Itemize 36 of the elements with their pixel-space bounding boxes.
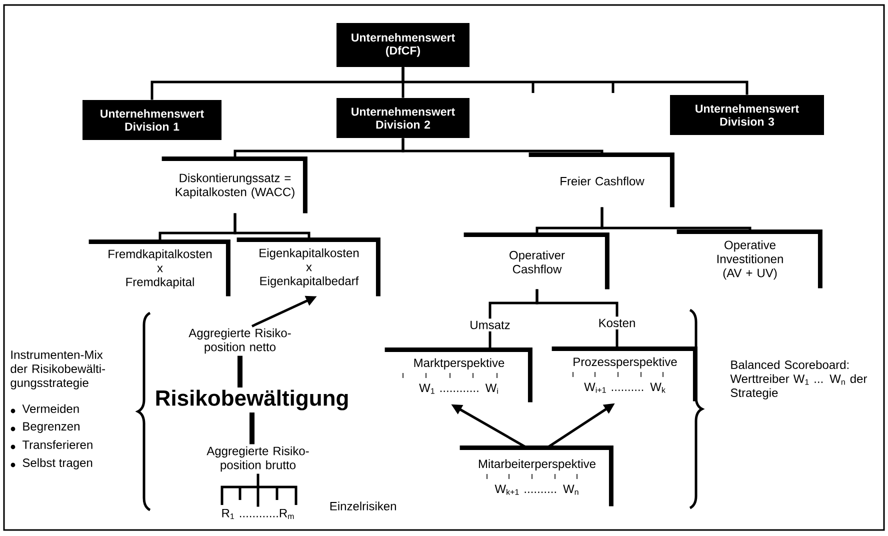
node-text: Aggregierte Risiko- position brutto: [206, 446, 309, 472]
connector-line: [402, 67, 748, 95]
bracket-box: Fremdkapitalkosten x Fremdkapital: [88, 240, 230, 296]
bracket-box: Eigenkapitalkosten x Eigenkapitalbedarf: [236, 238, 380, 296]
bracket-box: Operative Investitionen (AV + UV): [676, 230, 822, 288]
title-box: Unternehmenswert Division 3: [670, 95, 824, 135]
connector-line: [250, 412, 254, 444]
node-text: Aggregierte Risiko- position netto: [188, 328, 291, 354]
node-text: R$_{1}$ ............R$_{m}$: [222, 508, 294, 520]
connector-line: [402, 138, 604, 155]
connector-line: [238, 356, 242, 388]
bracket-box: Marktperspektive W$_{1}$ ............ W$_{i}$: [384, 348, 532, 402]
annotation-text: Balanced Scoreboard: Werttreiber W$_{1}$ ... W$_{n}$ der Strategie: [730, 360, 868, 400]
bracket-box: Freier Cashflow: [528, 152, 674, 208]
title-box: Unternehmenswert (DfCF): [336, 23, 470, 67]
title-box: Unternehmenswert Division 1: [82, 100, 222, 140]
connector-line: [488, 331, 492, 350]
bracket-box: Prozessperspektive W$_{i+1}$ .......... W$_{k}$: [552, 346, 698, 402]
list-item: Selbst tragen: [22, 458, 92, 470]
connector-line: [220, 472, 298, 508]
connector-line: [616, 329, 618, 349]
annotation-text: Instrumenten-Mix der Risikobewälti- gungsstrategie: [10, 350, 106, 390]
connector-line: [234, 213, 310, 240]
list-item: Begrenzen: [23, 422, 80, 433]
bracket-box: Mitarbeiterperspektive W$_{k+1}$ .......... W$_{n}$: [460, 446, 614, 506]
title-box: Unternehmenswert Division 2: [336, 98, 470, 138]
caption-text: Einzelrisiken: [330, 502, 396, 510]
heading-text: Risikobewältigung: [156, 390, 348, 410]
node-text: Kosten: [599, 318, 635, 328]
connector-line: [536, 289, 618, 317]
bracket-box: Diskontierungssatz = Kapitalkosten (WACC): [162, 156, 308, 214]
bracket-box: Operativer Cashflow: [464, 232, 610, 290]
node-text: Umsatz: [470, 320, 510, 330]
list-item: Transferieren: [22, 440, 92, 449]
list-item: Vermeiden: [22, 404, 79, 413]
connector-line: [600, 207, 752, 232]
